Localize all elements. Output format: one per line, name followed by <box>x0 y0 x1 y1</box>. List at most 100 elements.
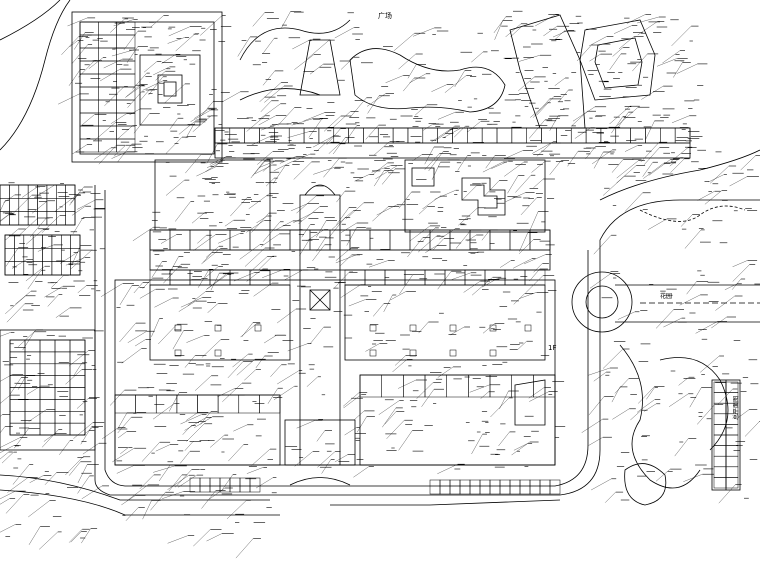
leader-line <box>153 403 175 420</box>
parking-bay <box>479 479 491 495</box>
leader-line <box>0 524 16 533</box>
leader-line <box>335 247 352 261</box>
leader-line <box>194 416 213 428</box>
leader-line <box>328 143 340 154</box>
leader-line <box>394 355 406 366</box>
leader-line <box>617 112 629 129</box>
leader-line <box>445 125 455 134</box>
column-mark <box>174 349 182 357</box>
leader-line <box>373 303 384 317</box>
leader-line <box>104 86 125 106</box>
leader-line <box>127 484 148 501</box>
north-west-courtyard-core <box>157 74 183 104</box>
leader-line <box>0 214 9 222</box>
leader-line <box>403 77 415 92</box>
leader-line <box>244 247 266 267</box>
leader-line <box>5 247 19 267</box>
east-park-trail <box>639 205 746 222</box>
middle-band-room <box>369 229 391 251</box>
south-wing-room <box>444 269 466 286</box>
leader-line <box>528 387 545 399</box>
leader-line <box>624 145 638 152</box>
west-building-c-room <box>54 399 71 412</box>
leader-line <box>316 220 327 238</box>
leader-line <box>602 175 625 196</box>
leader-line <box>549 160 562 175</box>
leader-line <box>638 386 655 404</box>
leader-line <box>0 490 16 500</box>
leader-line <box>165 136 183 154</box>
north-wing-room <box>378 127 394 144</box>
leader-line <box>232 353 249 368</box>
leader-line <box>25 229 44 245</box>
leader-line <box>536 142 552 157</box>
north-west-room <box>79 86 99 101</box>
leader-line <box>178 474 197 488</box>
middle-band-room <box>349 229 371 251</box>
leader-line <box>6 303 25 323</box>
north-west-room <box>79 112 99 127</box>
leader-line <box>103 58 123 69</box>
leader-line <box>190 109 212 122</box>
leader-line <box>205 266 219 278</box>
west-building-c-room <box>24 399 41 412</box>
leader-line <box>119 323 136 343</box>
leader-line <box>422 227 436 242</box>
leader-line <box>230 197 248 217</box>
leader-line <box>41 429 59 448</box>
parking-bay <box>519 479 531 495</box>
leader-line <box>180 297 203 308</box>
leader-line <box>617 311 635 320</box>
west-building-room <box>51 234 62 249</box>
roundabout-inner <box>585 285 619 319</box>
leader-line <box>353 466 369 478</box>
north-wing-room <box>674 127 691 144</box>
west-building-c-room <box>9 387 26 400</box>
leader-line <box>392 359 408 373</box>
leader-line <box>549 115 559 131</box>
leader-line <box>187 291 206 306</box>
leader-line <box>27 270 42 290</box>
leader-line <box>398 379 417 389</box>
west-building-room <box>9 184 20 199</box>
leader-line <box>520 197 538 216</box>
leader-line <box>543 26 558 37</box>
leader-line <box>94 122 116 141</box>
leader-line <box>313 136 334 148</box>
leader-line <box>210 434 225 448</box>
leader-line <box>529 391 549 402</box>
leader-line <box>529 119 546 139</box>
leader-line <box>169 118 179 130</box>
leader-line <box>399 274 414 295</box>
parking-bay <box>469 479 481 495</box>
south-wing-west <box>149 284 291 361</box>
central-spine <box>299 194 341 466</box>
leader-line <box>206 143 218 164</box>
south-wing-room <box>169 269 191 286</box>
leader-line <box>354 174 370 182</box>
leader-line <box>648 218 667 230</box>
north-wing-room <box>630 127 646 144</box>
northeast-building <box>509 14 586 129</box>
leader-line <box>129 108 140 116</box>
leader-line <box>316 430 326 442</box>
leader-line <box>194 108 209 119</box>
west-building-c-room <box>39 375 56 388</box>
column-mark <box>489 349 497 357</box>
east-courtyard <box>404 159 546 233</box>
west-building-room <box>56 184 66 199</box>
middle-band-room <box>389 229 411 251</box>
east-courtyard-maze <box>461 177 506 216</box>
leader-line <box>640 142 660 163</box>
leader-line <box>329 217 346 238</box>
leader-line <box>513 258 532 269</box>
west-building-room <box>32 261 43 276</box>
leader-line <box>209 156 227 165</box>
north-west-room <box>116 73 136 88</box>
leader-line <box>480 391 489 399</box>
west-building-c-room <box>39 339 56 353</box>
west-building-room <box>23 234 34 249</box>
east-strip-room <box>713 455 727 468</box>
leader-line <box>119 285 133 305</box>
